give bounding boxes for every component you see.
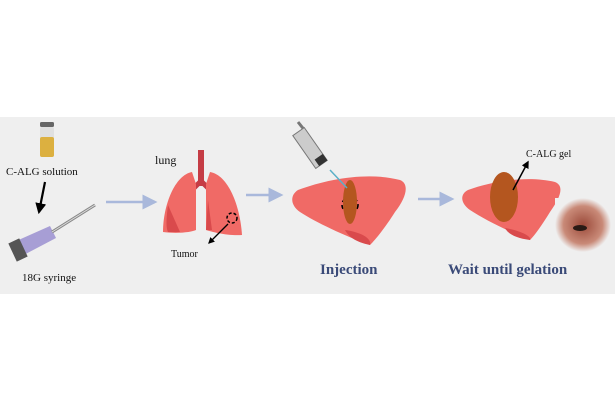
gel-label: C-ALG gel: [526, 149, 571, 160]
syringe-label: 18G syringe: [22, 272, 76, 284]
syringe-icon: [8, 203, 96, 262]
gel-arrow: [512, 160, 529, 191]
down-arrow: [35, 181, 47, 215]
solution-label: C-ALG solution: [6, 166, 78, 178]
injection-caption: Injection: [320, 262, 378, 278]
tumor-label: Tumor: [171, 249, 199, 260]
tumor-arrow: [208, 223, 229, 244]
lung-label: lung: [155, 153, 176, 167]
lung-piece-gelation: [462, 172, 561, 240]
vial-icon: [40, 122, 54, 157]
gelation-caption: Wait until gelation: [448, 262, 568, 278]
lung-icon: [163, 150, 242, 236]
lung-piece-injection: [292, 176, 406, 245]
syringe-injecting-icon: [292, 121, 348, 189]
gel-photo: [555, 198, 611, 252]
